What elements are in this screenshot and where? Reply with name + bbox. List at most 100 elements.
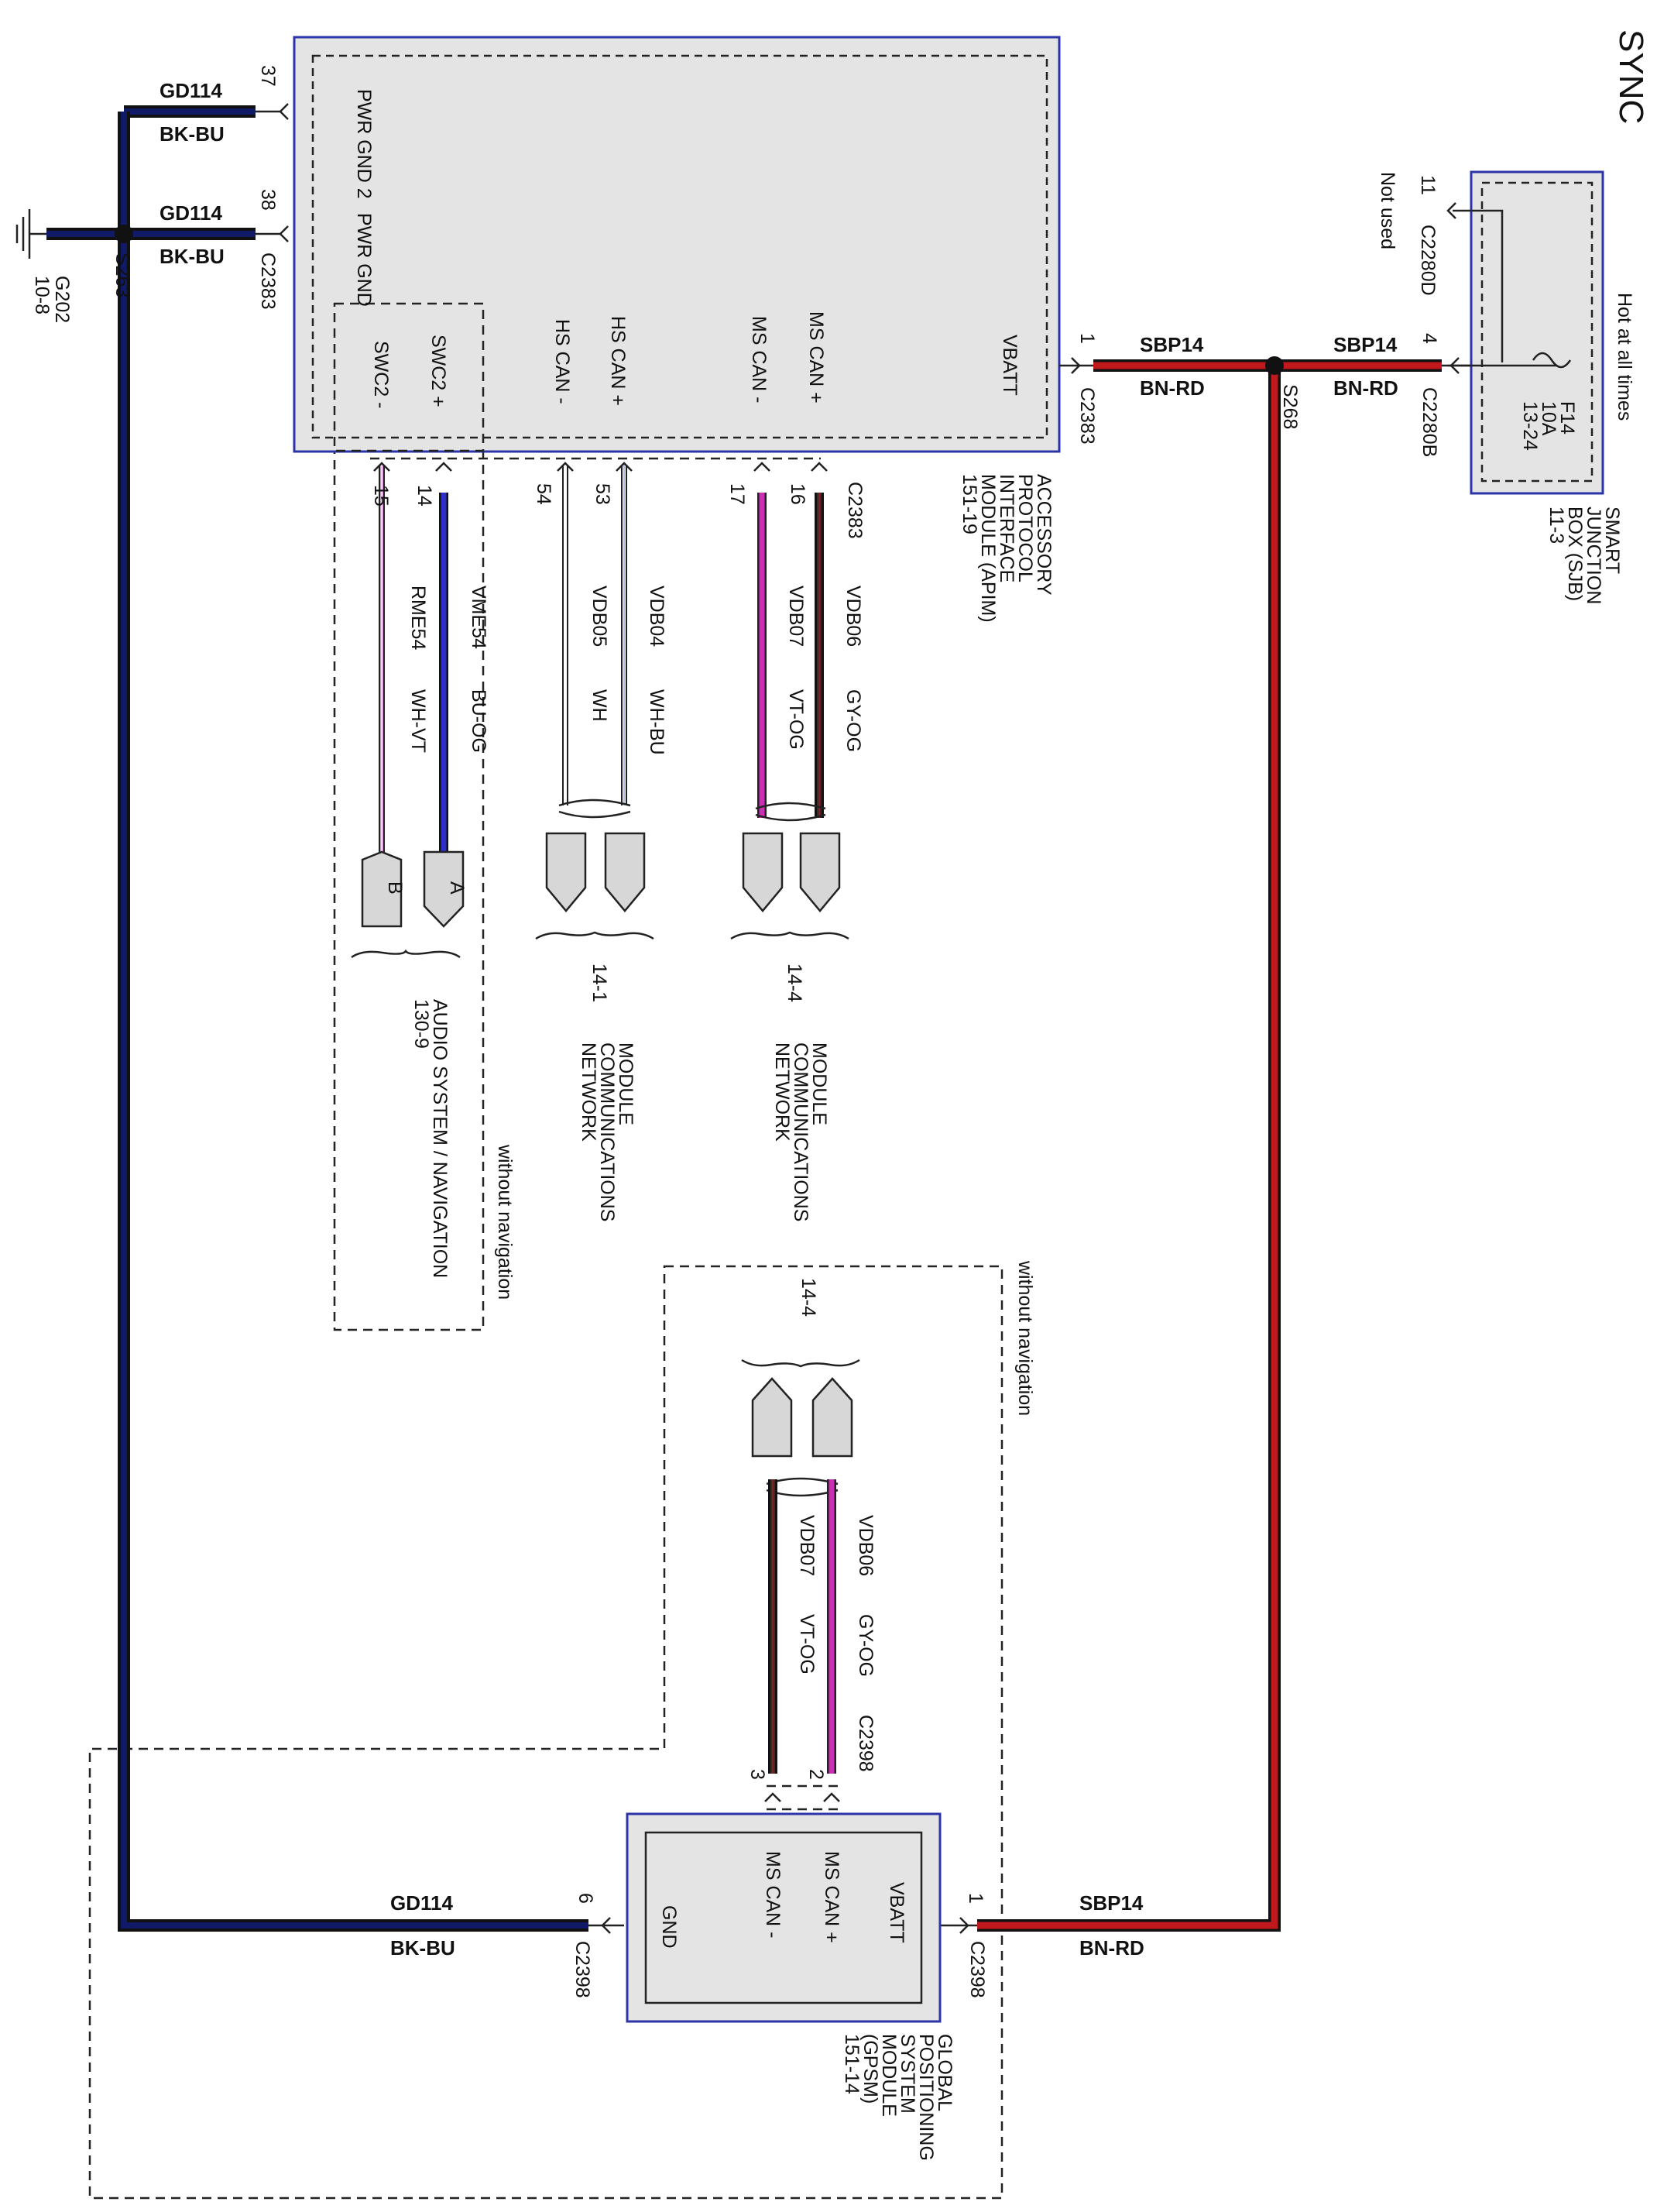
wire-gd114-label-3: GD114 <box>390 1891 453 1915</box>
sjb-module: Hot at all times F14 10A 13-24 <box>1448 170 1635 495</box>
audio-ref-line-1: AUDIO SYSTEM / NAVIGATION <box>429 999 451 1278</box>
gpsm-pin-ms-can-minus: MS CAN - <box>762 1851 784 1939</box>
wire-vdb04-label: VDB04 <box>646 586 667 647</box>
wire-sbp14-label-2: SBP14 <box>1333 333 1398 356</box>
hs-can-mcn-line-3: NETWORK <box>578 1042 599 1142</box>
audio-option-region <box>333 302 485 1331</box>
apim-connector-c2383-gnd: C2383 <box>257 252 279 310</box>
wire-bn-rd-label-1: BN-RD <box>1140 376 1205 400</box>
apim-pin-53: 53 <box>592 483 613 505</box>
wire-gy-og-label: GY-OG <box>842 689 864 752</box>
apim-pin-hs-can-plus: HS CAN + <box>607 316 629 406</box>
gpsm-pin-2: 2 <box>805 1769 827 1780</box>
wire-bk-bu-label-3: BK-BU <box>390 1936 455 1960</box>
sjb-fuse-label: F14 <box>1556 401 1578 434</box>
wire-gd114-label-2: GD114 <box>160 201 222 225</box>
sjb-pin-4: 4 <box>1419 333 1440 344</box>
apim-pin-vbatt: VBATT <box>999 335 1021 396</box>
ms-can-twist <box>755 802 826 822</box>
wire-vdb05-label: VDB05 <box>588 586 610 647</box>
gpsm-name-label: GLOBAL POSITIONING SYSTEM MODULE (GPSM) … <box>841 2034 955 2161</box>
splice-s268 <box>1265 356 1284 375</box>
sjb-fuse-page: 13-24 <box>1519 401 1541 451</box>
gpsm-pin-2-arrow <box>823 1792 840 1802</box>
hs-can-brace <box>535 931 654 940</box>
apim-connector-c2383-vbatt: C2383 <box>1076 387 1098 445</box>
wire-sbp14-label-3: SBP14 <box>1079 1891 1144 1915</box>
wire-vdb07-label: VDB07 <box>785 586 807 647</box>
ms-can-ref: 14-4 <box>784 963 805 1002</box>
apim-pin-53-arrow <box>616 462 633 472</box>
apim-pin-37-arrow <box>279 103 289 120</box>
svg-text:INTERFACE: INTERFACE <box>996 474 1017 582</box>
gpsm-ms-can-brace <box>741 1358 860 1368</box>
ground-g202-label: G202 <box>51 276 73 323</box>
svg-text:JUNCTION: JUNCTION <box>1583 507 1604 604</box>
diagram-title: SYNC <box>1612 29 1650 124</box>
apim-pin-14: 14 <box>413 485 435 507</box>
wire-vdb06-label: VDB06 <box>842 586 864 647</box>
gpsm-connector-c2398-vbatt: C2398 <box>966 1941 988 1998</box>
apim-pin-pwr-gnd: PWR GND <box>353 213 375 307</box>
svg-text:MODULE: MODULE <box>878 2034 900 2117</box>
ms-can-connector-2 <box>799 832 841 912</box>
sjb-name-label: SMART JUNCTION BOX (SJB) 11-3 <box>1546 507 1623 604</box>
wire-wh-bu-label: WH-BU <box>646 689 667 755</box>
ms-can-mcn-line-2: COMMUNICATIONS <box>790 1042 811 1221</box>
ms-can-mcn-line-1: MODULE <box>808 1042 830 1125</box>
apim-name-label: ACCESSORY PROTOCOL INTERFACE MODULE (API… <box>959 474 1055 623</box>
apim-pin-ms-can-minus: MS CAN - <box>748 316 770 404</box>
gpsm-wire-vdb07-label: VDB07 <box>796 1515 818 1576</box>
gpsm-wire-gy-og-label: GY-OG <box>855 1614 877 1677</box>
apim-pin-ms-can-plus: MS CAN + <box>805 311 827 404</box>
apim-module: PWR GND 2 PWR GND SWC2 + SWC2 - HS CAN -… <box>293 36 1061 453</box>
apim-pin-14-arrow <box>435 462 452 472</box>
apim-pin-37: 37 <box>257 65 279 87</box>
apim-pin-hs-can-minus: HS CAN - <box>551 319 573 404</box>
apim-pin-15: 15 <box>370 485 392 507</box>
wire-rme54-label: RME54 <box>407 586 429 650</box>
gpsm-ms-can-ref: 14-4 <box>798 1278 819 1317</box>
svg-text:151-19: 151-19 <box>959 474 980 534</box>
ground-wire-gd114 <box>46 105 624 1932</box>
apim-vbatt-arrow <box>1071 357 1081 374</box>
wire-gd114-label-1: GD114 <box>160 79 222 102</box>
apim-pin-17: 17 <box>726 483 748 505</box>
ground-symbol-icon <box>15 209 46 259</box>
sjb-fuse-rating: 10A <box>1538 401 1559 436</box>
gpsm-pin-6-arrow <box>601 1917 611 1934</box>
apim-pin-54-arrow <box>557 462 574 472</box>
ms-can-brace <box>730 931 849 940</box>
apim-pin-38: 38 <box>257 189 279 211</box>
gpsm-connector-c2398-gnd: C2398 <box>571 1941 593 1998</box>
splice-s263 <box>115 225 133 243</box>
wire-vt-og-label: VT-OG <box>785 689 807 750</box>
ms-can-connector-1 <box>742 832 784 912</box>
gpsm-pin-3-arrow <box>764 1792 781 1802</box>
wire-bu-og-label: BU-OG <box>468 689 489 753</box>
svg-text:(GPSM): (GPSM) <box>859 2034 881 2104</box>
svg-text:GLOBAL: GLOBAL <box>934 2034 955 2111</box>
sjb-output-arrow <box>1449 357 1460 374</box>
power-wire-sbp14 <box>926 359 1471 1932</box>
apim-pin-15-arrow <box>373 462 390 472</box>
connector-b <box>361 850 403 928</box>
wire-sbp14-label-1: SBP14 <box>1140 333 1204 356</box>
wire-bn-rd-label-2: BN-RD <box>1333 376 1398 400</box>
svg-text:POSITIONING: POSITIONING <box>915 2034 937 2161</box>
svg-text:MODULE (APIM): MODULE (APIM) <box>977 474 999 623</box>
hs-can-mcn-line-2: COMMUNICATIONS <box>596 1042 618 1221</box>
connector-a <box>423 850 465 928</box>
sjb-hot-label: Hot at all times <box>1614 293 1635 421</box>
apim-pin-swc-minus: SWC2 - <box>370 341 392 409</box>
gpsm-connector-shell <box>767 1784 838 1811</box>
gpsm-pin-ms-can-plus: MS CAN + <box>821 1851 842 1943</box>
gpsm-connector-c2398-can: C2398 <box>855 1715 877 1772</box>
wire-wh-vt-label: WH-VT <box>407 689 429 753</box>
gpsm-wire-vdb06-label: VDB06 <box>855 1515 877 1576</box>
sjb-connector-c2280b: C2280B <box>1419 387 1440 457</box>
fuse-icon <box>1532 352 1572 369</box>
hs-can-ref: 14-1 <box>588 963 610 1002</box>
connector-a-label: A <box>446 881 468 895</box>
